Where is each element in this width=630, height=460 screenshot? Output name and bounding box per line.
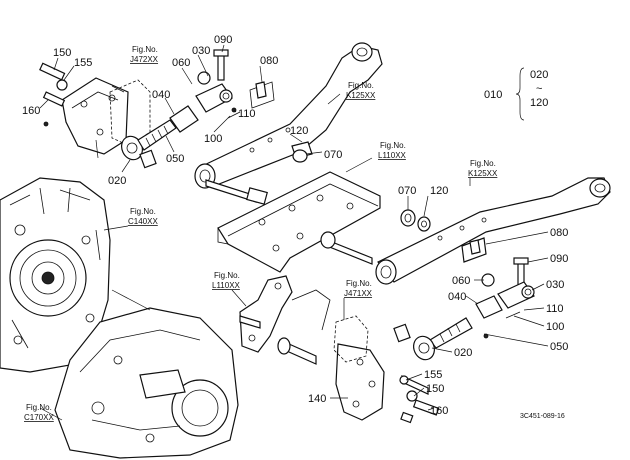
part-label-155: 155 [424,369,442,381]
range-group-label: 010 [484,89,502,101]
part-label-060: 060 [452,275,470,287]
figure-references: Fig.No. J472XX Fig.No. K125XX Fig.No. L1… [24,45,498,422]
part-number-labels: 150 155 160 020 050 040 060 030 090 080 … [22,34,568,417]
part-label-070: 070 [398,185,416,197]
leader-lines [39,44,549,421]
svg-text:Fig.No.: Fig.No. [348,81,374,90]
part-label-160: 160 [430,405,448,417]
part-label-050: 050 [166,153,184,165]
range-from-label: 020 [530,69,548,81]
svg-text:Fig.No.: Fig.No. [130,207,156,216]
transmission-housing [0,177,111,373]
part-label-020: 020 [454,347,472,359]
part-label-080: 080 [260,55,278,67]
drawing-code: 3C451-089-16 [520,413,565,420]
svg-text:C170XX: C170XX [24,413,54,422]
left-lift-bracket [39,62,129,155]
svg-text:J472XX: J472XX [130,55,159,64]
lift-shaft-housing [205,171,381,273]
fig-ref-j472[interactable]: Fig.No. J472XX [130,45,159,64]
part-label-100: 100 [546,321,564,333]
part-label-150: 150 [426,383,444,395]
part-label-160: 160 [22,105,40,117]
range-tilde: ~ [536,83,542,95]
fig-ref-k125-upper[interactable]: Fig.No. K125XX [346,81,376,100]
part-label-110: 110 [238,108,256,120]
part-label-040: 040 [448,291,466,303]
fig-ref-c140[interactable]: Fig.No. C140XX [128,207,158,226]
part-label-080: 080 [550,227,568,239]
range-legend: 010 020 ~ 120 [484,69,548,109]
fig-ref-k125-lower[interactable]: Fig.No. K125XX [468,159,498,178]
svg-text:J471XX: J471XX [344,289,373,298]
range-brace [515,67,525,121]
part-label-155: 155 [74,57,92,69]
svg-text:K125XX: K125XX [468,169,498,178]
svg-text:Fig.No.: Fig.No. [346,279,372,288]
svg-text:L110XX: L110XX [378,151,407,160]
part-label-030: 030 [546,279,564,291]
part-label-040: 040 [152,89,170,101]
lower-lift-arm [375,177,611,285]
shaft-collars [400,209,431,232]
part-label-120: 120 [430,185,448,197]
part-label-050: 050 [550,341,568,353]
svg-text:Fig.No.: Fig.No. [470,159,496,168]
svg-text:K125XX: K125XX [346,91,376,100]
part-label-120: 120 [290,125,308,137]
svg-text:Fig.No.: Fig.No. [380,141,406,150]
part-label-150: 150 [53,47,71,59]
part-label-030: 030 [192,45,210,57]
svg-text:C140XX: C140XX [128,217,158,226]
lower-lift-link [239,275,331,365]
fig-ref-c170[interactable]: Fig.No. C170XX [24,403,54,422]
part-label-110: 110 [546,303,564,315]
range-to-label: 120 [530,97,548,109]
part-label-140: 140 [308,393,326,405]
svg-text:Fig.No.: Fig.No. [214,271,240,280]
part-label-090: 090 [214,34,232,46]
fig-ref-l110-upper[interactable]: Fig.No. L110XX [378,141,407,160]
lower-lift-rod-assembly [393,237,535,361]
part-label-070: 070 [324,149,342,161]
fig-ref-j471[interactable]: Fig.No. J471XX [344,279,373,298]
svg-text:Fig.No.: Fig.No. [132,45,158,54]
svg-text:Fig.No.: Fig.No. [26,403,52,412]
part-label-100: 100 [204,133,222,145]
fig-ref-l110-lower[interactable]: Fig.No. L110XX [212,271,241,290]
part-label-090: 090 [550,253,568,265]
upper-lift-rod-assembly [121,49,275,169]
upper-lift-arm [194,42,383,189]
part-label-020: 020 [108,175,126,187]
right-lift-bracket [333,315,440,424]
part-label-060: 060 [172,57,190,69]
rear-axle-housing [54,307,239,459]
svg-text:L110XX: L110XX [212,281,241,290]
